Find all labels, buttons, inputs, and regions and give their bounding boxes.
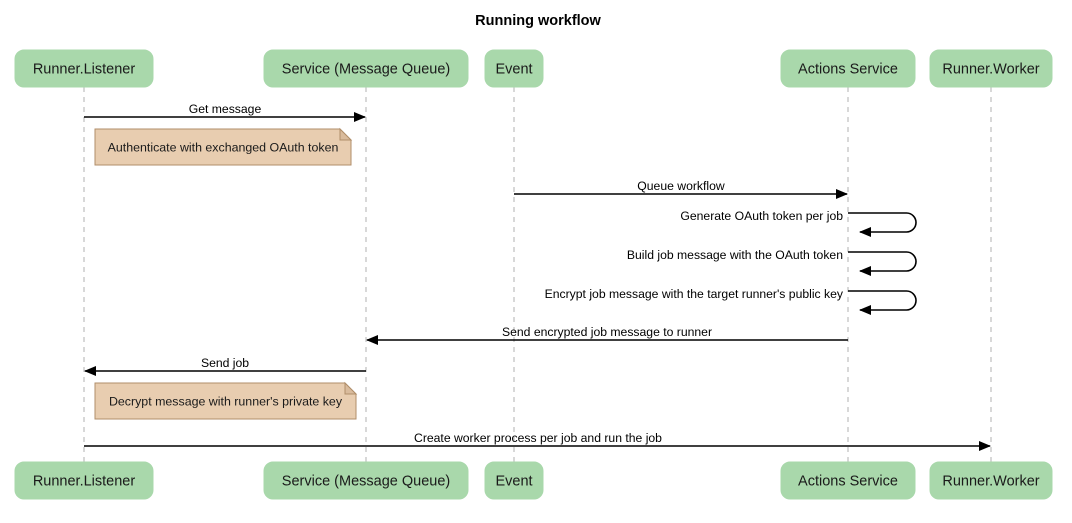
note-body	[94, 382, 357, 420]
self-message-path	[848, 212, 917, 237]
participant-label: Event	[495, 474, 532, 490]
note-label: Decrypt message with runner's private ke…	[109, 395, 343, 409]
participant-box	[929, 49, 1053, 88]
note-fold-corner-icon	[339, 127, 353, 141]
participant-label: Runner.Worker	[942, 62, 1039, 78]
message-label: Get message	[189, 102, 262, 116]
participant-label: Service (Message Queue)	[282, 474, 450, 490]
participant-box	[14, 461, 154, 500]
note-authenticate: Authenticate with exchanged OAuth token	[94, 127, 353, 166]
participant-box	[929, 461, 1053, 500]
participant-label: Runner.Worker	[942, 474, 1039, 490]
participant-event-bottom[interactable]: Event	[484, 461, 544, 500]
message-label: Build job message with the OAuth token	[627, 248, 843, 262]
participant-label: Event	[495, 62, 532, 78]
message-create-worker-process[interactable]: Create worker process per job and run th…	[84, 431, 991, 451]
note-fold-corner-icon	[344, 381, 358, 395]
message-send-job[interactable]: Send job	[84, 356, 366, 376]
message-label: Queue workflow	[637, 179, 725, 193]
message-label: Create worker process per job and run th…	[414, 431, 662, 445]
participant-label: Service (Message Queue)	[282, 62, 450, 78]
participant-box	[780, 461, 916, 500]
message-encrypt-job-message[interactable]: Encrypt job message with the target runn…	[545, 287, 917, 315]
note-body	[94, 128, 352, 166]
participant-runner-listener-top[interactable]: Runner.Listener	[14, 49, 154, 88]
participant-runner-listener-bottom[interactable]: Runner.Listener	[14, 461, 154, 500]
notes-layer: Authenticate with exchanged OAuth tokenD…	[94, 127, 358, 420]
self-message-path	[848, 251, 917, 276]
participant-runner-worker-bottom[interactable]: Runner.Worker	[929, 461, 1053, 500]
message-get-message[interactable]: Get message	[84, 102, 366, 122]
participant-actions-service-top[interactable]: Actions Service	[780, 49, 916, 88]
participant-box	[14, 49, 154, 88]
message-generate-oauth-token[interactable]: Generate OAuth token per job	[680, 209, 917, 237]
participant-label: Runner.Listener	[33, 62, 136, 78]
message-queue-workflow[interactable]: Queue workflow	[514, 179, 848, 199]
diagram-title: Running workflow	[475, 13, 601, 29]
participant-label: Runner.Listener	[33, 474, 136, 490]
message-build-job-message[interactable]: Build job message with the OAuth token	[627, 248, 917, 276]
participant-actions-service-bottom[interactable]: Actions Service	[780, 461, 916, 500]
message-label: Encrypt job message with the target runn…	[545, 287, 844, 301]
participant-label: Actions Service	[798, 62, 898, 78]
participant-label: Actions Service	[798, 474, 898, 490]
participant-box	[484, 49, 544, 88]
message-label: Send job	[201, 356, 249, 370]
lifelines-layer	[83, 87, 992, 462]
message-send-encrypted-job-message[interactable]: Send encrypted job message to runner	[366, 325, 848, 345]
note-label: Authenticate with exchanged OAuth token	[108, 141, 339, 155]
participant-service-queue-top[interactable]: Service (Message Queue)	[263, 49, 469, 88]
message-label: Send encrypted job message to runner	[502, 325, 712, 339]
participant-service-queue-bottom[interactable]: Service (Message Queue)	[263, 461, 469, 500]
participant-box	[780, 49, 916, 88]
participant-box	[484, 461, 544, 500]
self-message-path	[848, 290, 917, 315]
message-label: Generate OAuth token per job	[680, 209, 843, 223]
participant-event-top[interactable]: Event	[484, 49, 544, 88]
participant-runner-worker-top[interactable]: Runner.Worker	[929, 49, 1053, 88]
note-decrypt: Decrypt message with runner's private ke…	[94, 381, 358, 420]
participant-box	[263, 49, 469, 88]
participant-box	[263, 461, 469, 500]
